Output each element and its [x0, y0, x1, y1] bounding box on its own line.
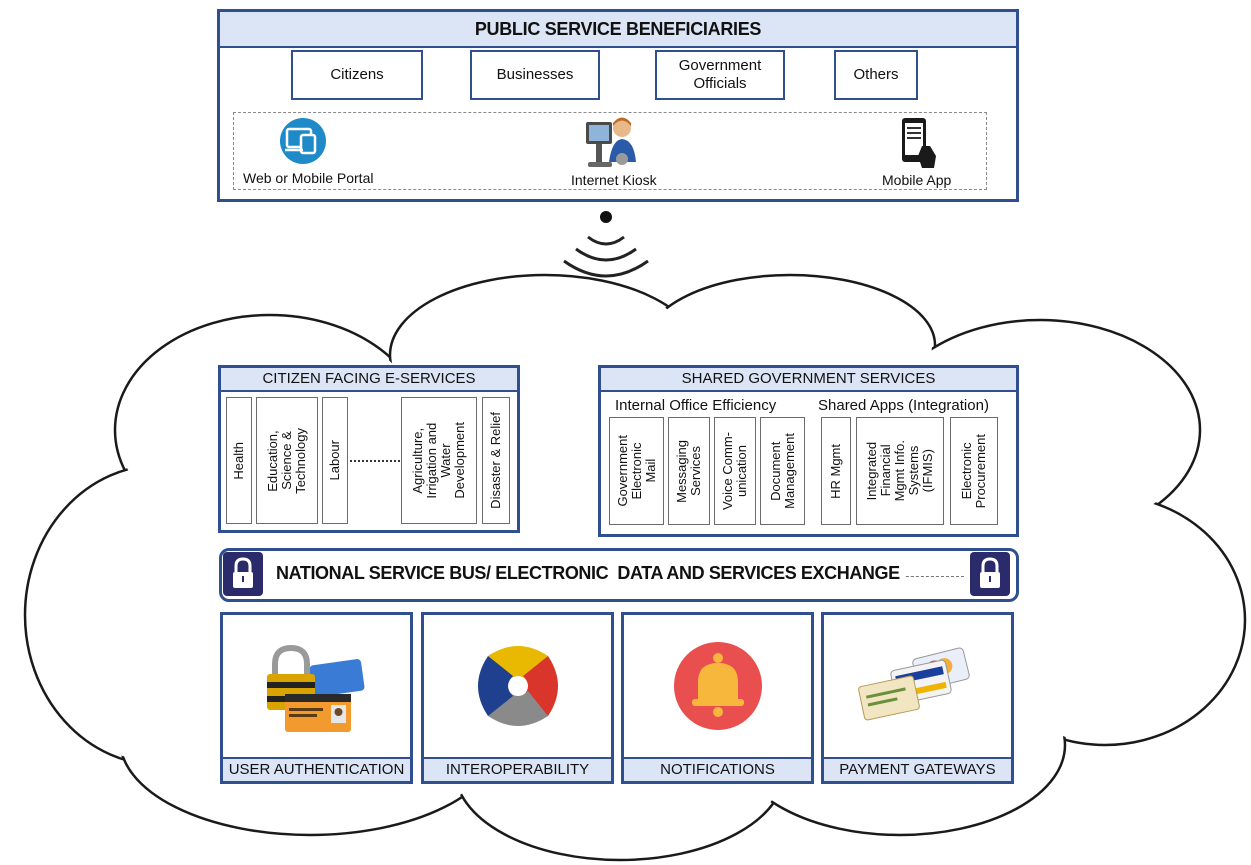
credit-cards-icon: [857, 647, 970, 721]
channel-internet-kiosk: Internet Kiosk: [571, 172, 657, 188]
channels-panel: [233, 112, 987, 190]
wireless-icon: [563, 211, 649, 278]
beneficiary-businesses: Businesses: [470, 50, 600, 100]
service-health: Health: [226, 397, 252, 524]
core-label-payment-gateways: PAYMENT GATEWAYS: [824, 757, 1011, 781]
kiosk-icon: [586, 117, 636, 167]
core-label-notifications: NOTIFICATIONS: [624, 757, 811, 781]
beneficiary-citizens: Citizens: [291, 50, 423, 100]
services-ellipsis-line: [350, 460, 400, 462]
service-gov-email: Government Electronic Mail: [609, 417, 664, 525]
group-internal-office-efficiency: Internal Office Efficiency: [615, 397, 777, 414]
beneficiaries-title: PUBLIC SERVICE BENEFICIARIES: [220, 12, 1016, 48]
lock-icon: [223, 552, 263, 596]
shared-services-title: SHARED GOVERNMENT SERVICES: [601, 368, 1016, 392]
service-messaging: Messaging Services: [668, 417, 710, 525]
service-electronic-procurement: Electronic Procurement: [950, 417, 998, 525]
channel-mobile-app: Mobile App: [882, 172, 952, 188]
core-interoperability: INTEROPERABILITY: [421, 612, 614, 784]
citizen-services-title: CITIZEN FACING E-SERVICES: [221, 368, 517, 392]
service-hr-mgmt: HR Mgmt: [821, 417, 851, 525]
service-disaster-relief: Disaster & Relief: [482, 397, 510, 524]
core-notifications: NOTIFICATIONS: [621, 612, 814, 784]
beneficiary-government-officials: Government Officials: [655, 50, 785, 100]
mobile-app-icon: [902, 118, 936, 168]
bell-icon: [673, 642, 762, 730]
core-label-interoperability: INTEROPERABILITY: [424, 757, 611, 781]
service-document-management: Document Management: [760, 417, 805, 525]
service-bus-title: NATIONAL SERVICE BUS/ ELECTRONIC DATA AN…: [272, 563, 904, 584]
service-education: Education, Science & Technology: [256, 397, 318, 524]
service-voice-communication: Voice Comm- unication: [714, 417, 756, 525]
service-labour: Labour: [322, 397, 348, 524]
id-card-icon: [266, 644, 364, 732]
service-agriculture: Agriculture, Irrigation and Water Develo…: [401, 397, 477, 524]
channel-web-mobile-portal: Web or Mobile Portal: [243, 170, 374, 186]
service-ifmis: Integrated Financial Mgmt Info. Systems …: [856, 417, 944, 525]
portal-icon: [280, 118, 326, 164]
beneficiaries-panel: PUBLIC SERVICE BENEFICIARIES: [217, 9, 1019, 202]
group-shared-apps: Shared Apps (Integration): [818, 397, 989, 414]
core-label-user-authentication: USER AUTHENTICATION: [223, 757, 410, 781]
beneficiary-others: Others: [834, 50, 918, 100]
core-payment-gateways: PAYMENT GATEWAYS: [821, 612, 1014, 784]
interop-icon: [477, 646, 558, 726]
core-user-authentication: USER AUTHENTICATION: [220, 612, 413, 784]
lock-icon: [970, 552, 1010, 596]
